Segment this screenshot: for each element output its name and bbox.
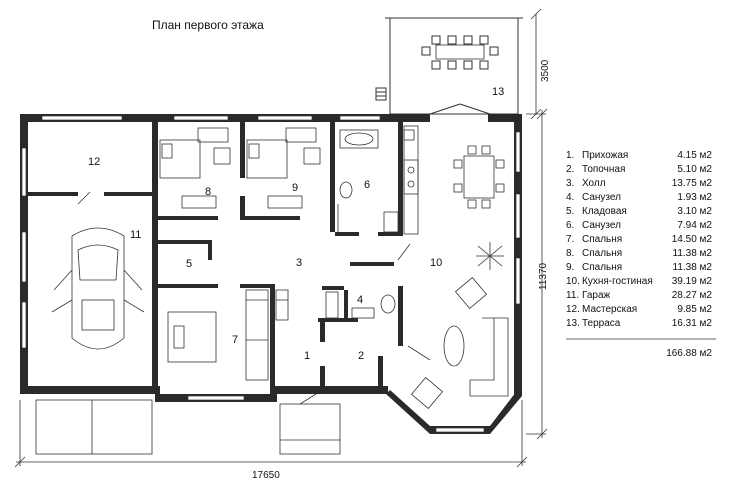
- legend-total: 166.88 м2: [666, 348, 712, 359]
- legend-number: 12.: [566, 304, 580, 315]
- legend-number: 13.: [566, 318, 580, 329]
- room-label-10: 10: [430, 257, 442, 269]
- legend-area: 14.50 м2: [672, 234, 713, 245]
- room-label-2: 2: [358, 350, 364, 362]
- legend-number: 2.: [566, 164, 574, 175]
- room-label-6: 6: [364, 179, 370, 191]
- legend-area: 4.15 м2: [677, 150, 712, 161]
- room-label-8: 8: [205, 186, 211, 198]
- room-label-4: 4: [357, 294, 363, 306]
- legend-number: 7.: [566, 234, 574, 245]
- legend-number: 10.: [566, 276, 580, 287]
- legend-area: 9.85 м2: [677, 304, 712, 315]
- room-label-13: 13: [492, 86, 504, 98]
- interior-walls: [28, 122, 403, 388]
- dimension-depth: [526, 108, 548, 440]
- dimension-depth-label: 11370: [538, 262, 549, 290]
- legend-area: 11.38 м2: [673, 248, 713, 259]
- dimension-width: [14, 400, 528, 468]
- legend-room-name: Санузел: [582, 192, 621, 203]
- plan-title: План первого этажа: [152, 18, 264, 32]
- dimension-width-label: 17650: [252, 470, 280, 481]
- legend-number: 3.: [566, 178, 574, 189]
- furniture: [35, 125, 509, 455]
- legend-room-name: Мастерская: [582, 304, 637, 315]
- legend-area: 1.93 м2: [677, 192, 712, 203]
- room-label-9: 9: [292, 182, 298, 194]
- legend-area: 3.10 м2: [677, 206, 712, 217]
- room-label-7: 7: [232, 334, 238, 346]
- legend-room-name: Санузел: [582, 220, 621, 231]
- legend-room-name: Спальня: [582, 262, 622, 273]
- legend-area: 11.38 м2: [673, 262, 713, 273]
- legend-room-name: Спальня: [582, 234, 622, 245]
- legend-room-name: Кухня-гостиная: [582, 276, 653, 287]
- legend-number: 4.: [566, 192, 574, 203]
- legend-area: 16.31 м2: [672, 318, 713, 329]
- legend-room-name: Топочная: [582, 164, 625, 175]
- legend-number: 9.: [566, 262, 574, 273]
- legend-area: 39.19 м2: [672, 276, 713, 287]
- legend-area: 28.27 м2: [672, 290, 713, 301]
- room-label-11: 11: [130, 229, 141, 241]
- legend-number: 11.: [566, 290, 579, 301]
- legend-room-name: Холл: [582, 178, 606, 189]
- legend-number: 6.: [566, 220, 574, 231]
- windows: [21, 115, 521, 433]
- legend-area: 13.75 м2: [672, 178, 713, 189]
- legend-room-name: Терраса: [582, 318, 621, 329]
- legend-room-name: Спальня: [582, 248, 622, 259]
- room-label-5: 5: [186, 258, 192, 270]
- legend-number: 8.: [566, 248, 574, 259]
- legend-room-name: Гараж: [582, 290, 611, 301]
- legend-area: 7.94 м2: [677, 220, 712, 231]
- legend-room-name: Прихожая: [582, 150, 628, 161]
- legend-number: 1.: [566, 150, 574, 161]
- room-label-1: 1: [304, 350, 310, 362]
- area-legend: 1. Прихожая 4.15 м2 2. Топочная 5.10 м2 3. Холл…: [566, 150, 712, 329]
- room-label-3: 3: [296, 257, 302, 269]
- legend-area: 5.10 м2: [677, 164, 712, 175]
- legend-number: 5.: [566, 206, 574, 217]
- terrace: [375, 17, 523, 115]
- dimension-terrace-label: 3500: [540, 59, 551, 82]
- legend-room-name: Кладовая: [582, 206, 627, 217]
- room-label-12: 12: [88, 156, 100, 168]
